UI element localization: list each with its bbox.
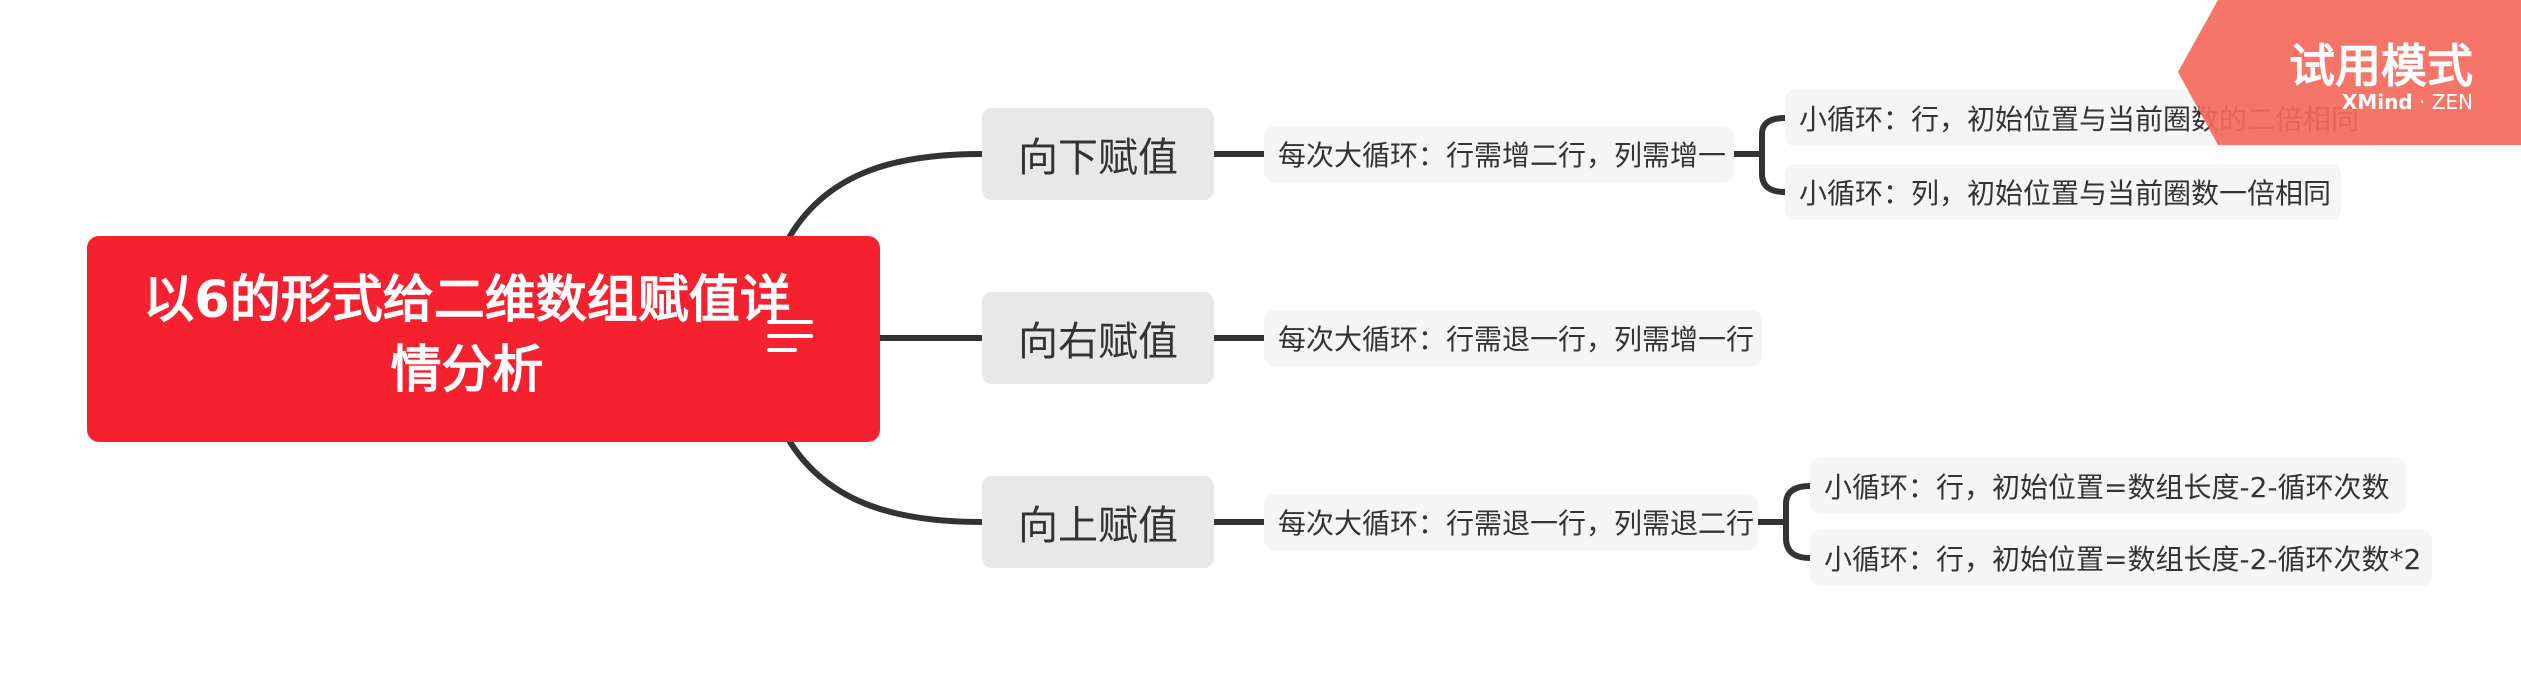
bracket-down [1731,115,1788,195]
topic-down[interactable]: 向下赋值 [982,108,1214,200]
connector-central-to-up [787,439,985,525]
brand-name: XMind [2341,90,2413,114]
notes-icon[interactable] [767,316,813,356]
connector-central-to-down [787,151,985,239]
topic-down-label: 向下赋值 [1018,135,1178,181]
sub-up-row-1[interactable]: 小循环：行，初始位置=数组长度-2-循环次数 [1810,458,2406,514]
sub-down-col-text: 小循环：列，初始位置与当前圈数一倍相同 [1799,177,2332,210]
detail-down[interactable]: 每次大循环：行需增二行，列需增一 [1264,126,1734,182]
sub-down-col[interactable]: 小循环：列，初始位置与当前圈数一倍相同 [1785,164,2341,220]
detail-down-text: 每次大循环：行需增二行，列需增一 [1278,139,1727,172]
detail-up[interactable]: 每次大循环：行需退一行，列需退二行 [1264,494,1758,550]
topic-right-label: 向右赋值 [1018,319,1178,365]
sub-up-row-2-text: 小循环：行，初始位置=数组长度-2-循环次数*2 [1824,543,2422,576]
central-topic-title: 以6的形式给二维数组赋值详情分析 [143,271,791,400]
detail-right-text: 每次大循环：行需退一行，列需增一行 [1278,323,1755,356]
trial-mode-watermark: 试用模式 XMind · ZEN [2178,0,2521,145]
sub-up-row-2[interactable]: 小循环：行，初始位置=数组长度-2-循环次数*2 [1810,530,2432,586]
topic-up-label: 向上赋值 [1018,503,1178,549]
sub-up-row-1-text: 小循环：行，初始位置=数组长度-2-循环次数 [1824,471,2390,504]
topic-up[interactable]: 向上赋值 [982,476,1214,568]
trial-mode-title: 试用模式 [2289,39,2473,93]
brand-edition: · ZEN [2412,90,2473,114]
bracket-up [1755,483,1813,561]
central-topic[interactable]: 以6的形式给二维数组赋值详情分析 [87,236,880,442]
detail-up-text: 每次大循环：行需退一行，列需退二行 [1278,507,1755,540]
trial-badge-shape [2178,0,2521,145]
topic-right[interactable]: 向右赋值 [982,292,1214,384]
detail-right[interactable]: 每次大循环：行需退一行，列需增一行 [1264,310,1762,366]
xmind-zen-brand: XMind · ZEN [2342,90,2473,114]
